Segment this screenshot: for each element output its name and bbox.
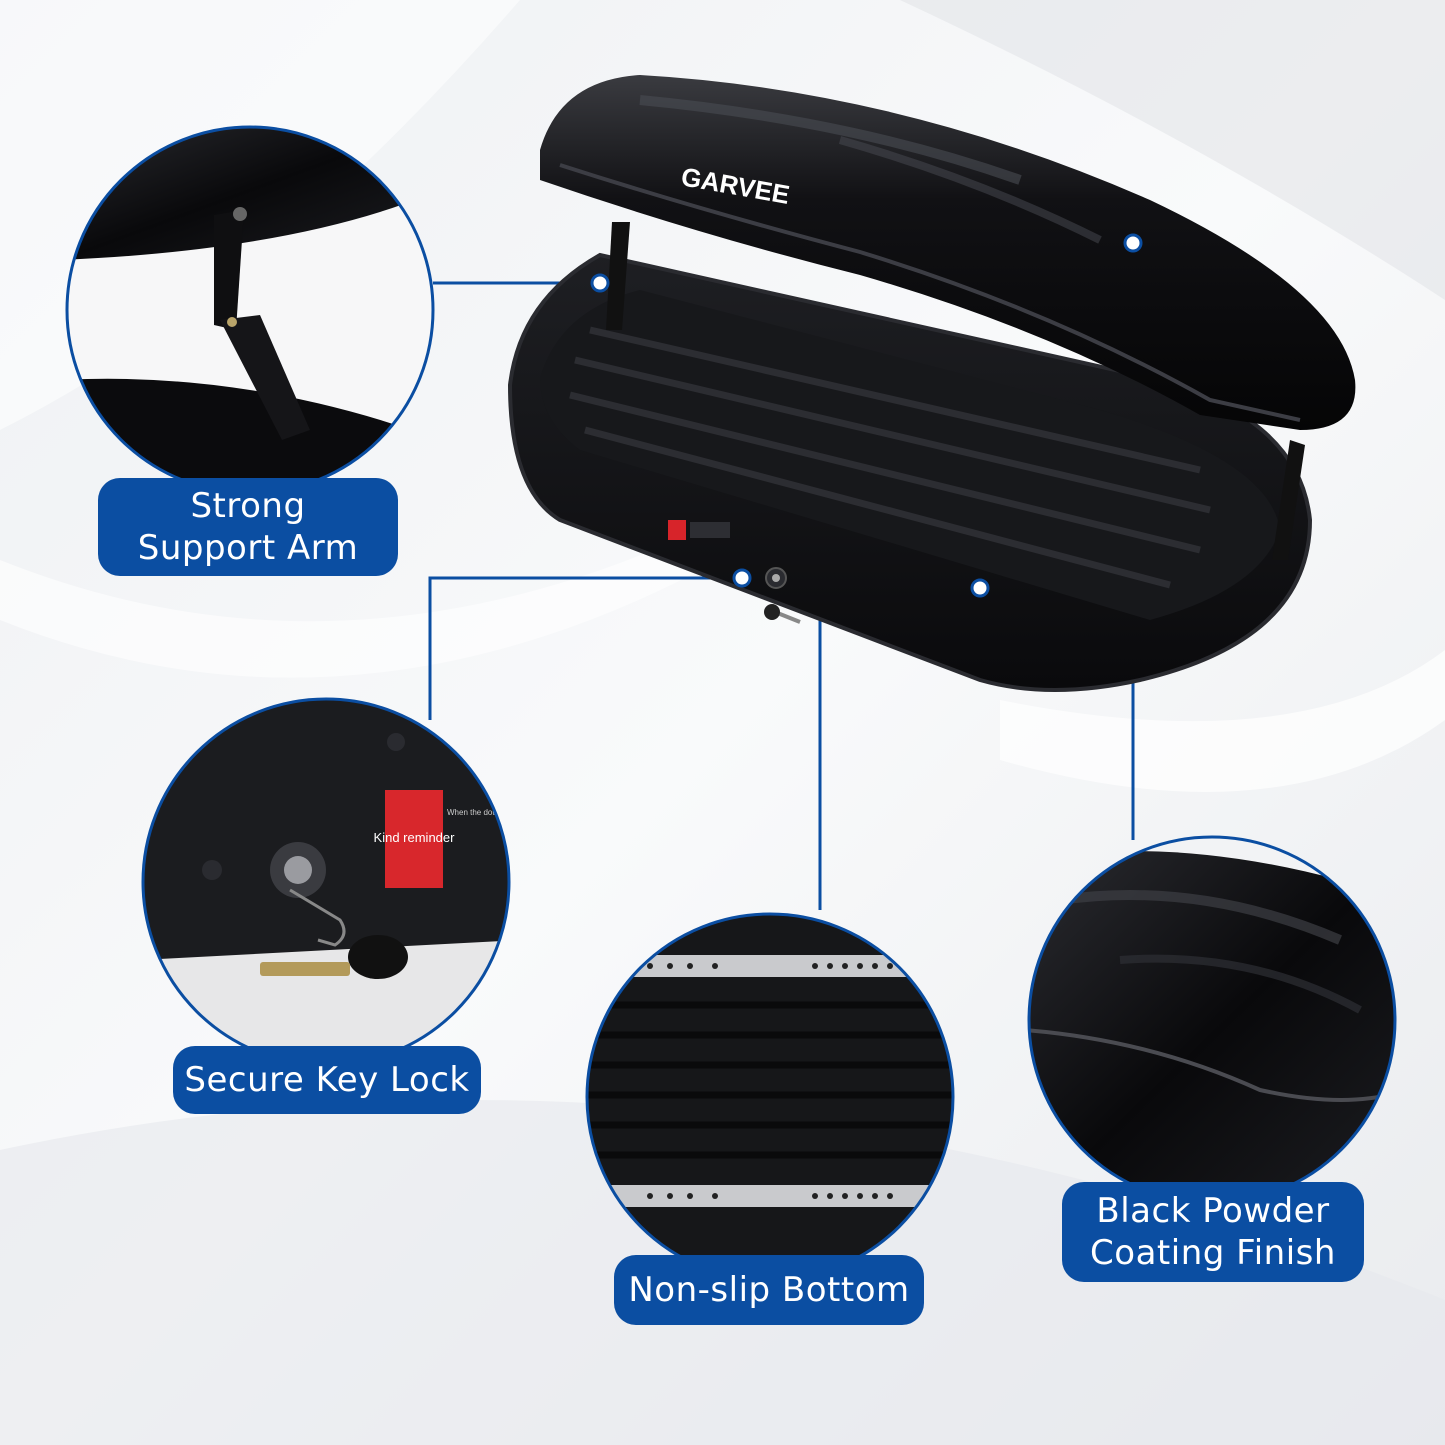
callout-non-slip: Non-slip Bottom xyxy=(614,1255,924,1325)
connector-dots xyxy=(590,233,1143,598)
callout-powder-coating: Black Powder Coating Finish xyxy=(1062,1182,1364,1282)
zoom-key-lock: Kind reminder When the double road is un… xyxy=(141,697,756,1067)
zoom-support-arm xyxy=(65,125,435,495)
callout-key-lock: Secure Key Lock xyxy=(173,1046,481,1114)
callout-support-arm: Strong Support Arm xyxy=(98,478,398,576)
warning-label: Kind reminder xyxy=(374,830,456,845)
zoom-powder-coating xyxy=(1027,835,1397,1205)
zoom-non-slip xyxy=(585,912,955,1282)
roof-box: GARVEE xyxy=(507,75,1356,692)
warning-detail: When the double road is unlocked on one … xyxy=(447,808,756,817)
